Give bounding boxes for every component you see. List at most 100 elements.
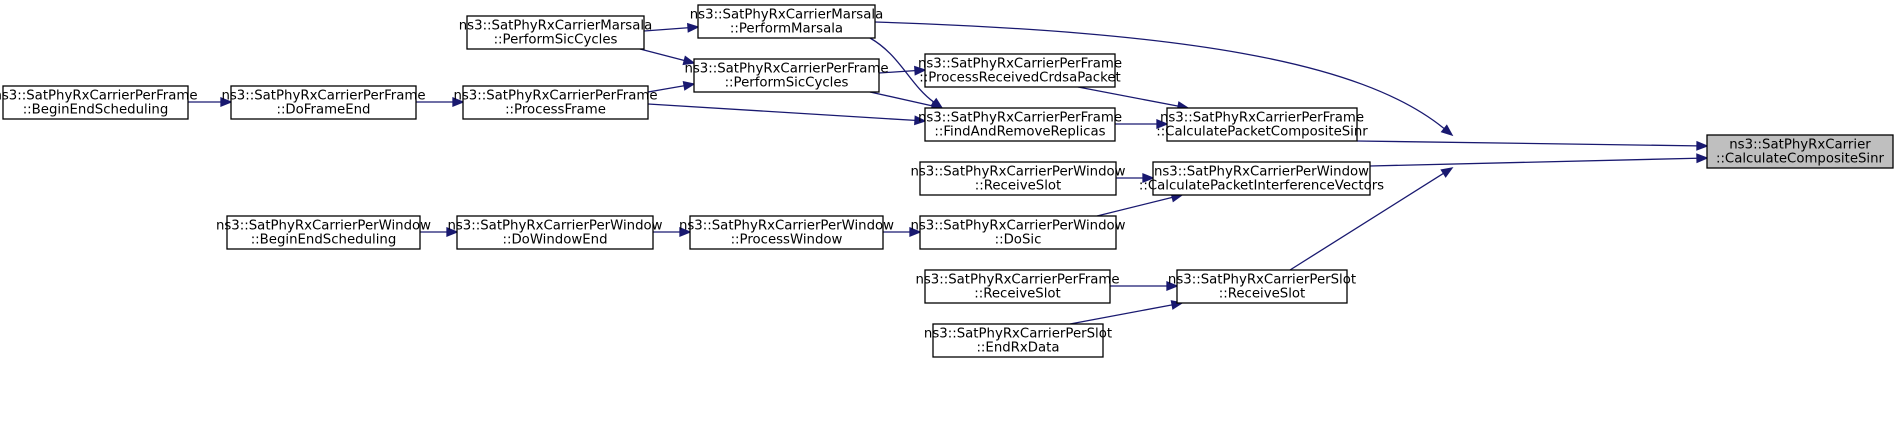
node-box: [226, 215, 421, 250]
node-method-label: ::CalculatePacketCompositeSinr: [1156, 125, 1368, 140]
node-pf-recv[interactable]: ns3::SatPhyRxCarrierPerFrame::ReceiveSlo…: [915, 269, 1120, 304]
node-target[interactable]: ns3::SatPhyRxCarrier::CalculateComposite…: [1706, 134, 1894, 169]
arrowhead-icon: [452, 97, 465, 107]
edge-pf_calc_comp-to-target: [1356, 140, 1709, 151]
edge-ma_sic-to-ma_perform: [643, 22, 700, 33]
edge-pf_recv-to-ps_recv: [1110, 281, 1179, 291]
node-pw-sic[interactable]: ns3::SatPhyRxCarrierPerWindow::DoSic: [910, 215, 1126, 250]
node-pf-find[interactable]: ns3::SatPhyRxCarrierPerFrame::FindAndRem…: [918, 107, 1122, 142]
edge-line: [647, 103, 916, 122]
node-method-label: ::ReceiveSlot: [1219, 287, 1306, 302]
node-class-label: ns3::SatPhyRxCarrierPerSlot: [1168, 273, 1356, 288]
arrowhead-icon: [679, 227, 692, 237]
node-pw-proc[interactable]: ns3::SatPhyRxCarrierPerWindow::ProcessWi…: [679, 215, 894, 250]
node-method-label: ::PerformSicCycles: [725, 76, 849, 91]
edge-pf_sic-to-pf_crdsa: [878, 65, 927, 76]
node-method-label: ::BeginEndScheduling: [251, 233, 397, 248]
arrowhead-icon: [1440, 167, 1454, 178]
node-class-label: ns3::SatPhyRxCarrierMarsala: [459, 19, 652, 34]
edge-line: [874, 21, 1445, 130]
node-method-label: ::ReceiveSlot: [974, 287, 1061, 302]
edge-line: [1069, 304, 1173, 325]
node-class-label: ns3::SatPhyRxCarrierPerFrame: [915, 273, 1119, 288]
node-method-label: ::FindAndRemoveReplicas: [934, 125, 1105, 140]
arrowhead-icon: [687, 22, 700, 33]
node-box: [693, 58, 880, 93]
edge-line: [1077, 86, 1179, 107]
edge-ps_endrx-to-ps_recv: [1069, 300, 1184, 325]
node-ps-recv[interactable]: ns3::SatPhyRxCarrierPerSlot::ReceiveSlot: [1168, 269, 1356, 304]
edge-line: [1369, 157, 1698, 167]
edge-line: [878, 70, 916, 74]
call-nodes: ns3::SatPhyRxCarrier::CalculateComposite…: [0, 4, 1894, 358]
node-box: [924, 107, 1116, 142]
edge-pw_proc-to-pw_sic: [883, 227, 922, 237]
node-box: [924, 269, 1111, 304]
arrowhead-icon: [1440, 124, 1454, 137]
node-class-label: ns3::SatPhyRxCarrierPerWindow: [910, 165, 1125, 180]
node-method-label: ::DoSic: [995, 233, 1042, 248]
arrowhead-icon: [914, 115, 927, 126]
edge-line: [643, 27, 689, 32]
node-method-label: ::EndRxData: [976, 341, 1059, 356]
node-pf-end[interactable]: ns3::SatPhyRxCarrierPerFrame::DoFrameEnd: [221, 85, 426, 120]
edge-pf_proc-to-pf_find: [647, 103, 927, 126]
node-method-label: ::CalculateCompositeSinr: [1716, 152, 1885, 167]
node-method-label: ::ReceiveSlot: [975, 179, 1062, 194]
arrowhead-icon: [220, 97, 233, 107]
node-class-label: ns3::SatPhyRxCarrierPerFrame: [918, 111, 1122, 126]
node-method-label: ::ProcessFrame: [505, 103, 606, 118]
node-class-label: ns3::SatPhyRxCarrierPerFrame: [221, 89, 425, 104]
arrowhead-icon: [1166, 281, 1179, 291]
node-method-label: ::ProcessWindow: [731, 233, 843, 248]
node-box: [462, 85, 649, 120]
edge-line: [1356, 140, 1698, 147]
node-ps-endrx[interactable]: ns3::SatPhyRxCarrierPerSlot::EndRxData: [924, 323, 1112, 358]
node-ma-perform[interactable]: ns3::SatPhyRxCarrierMarsala::PerformMars…: [690, 4, 883, 39]
node-pw-end[interactable]: ns3::SatPhyRxCarrierPerWindow::DoWindowE…: [447, 215, 663, 250]
node-class-label: ns3::SatPhyRxCarrierPerWindow: [910, 219, 1125, 234]
edge-line: [1096, 196, 1173, 217]
arrowhead-icon: [909, 227, 922, 237]
edge-line: [1289, 172, 1444, 271]
edge-line: [869, 37, 935, 103]
node-box: [230, 85, 417, 120]
node-box: [919, 215, 1117, 250]
node-pf-sic[interactable]: ns3::SatPhyRxCarrierPerFrame::PerformSic…: [684, 58, 889, 93]
node-pw-begin[interactable]: ns3::SatPhyRxCarrierPerWindow::BeginEndS…: [216, 215, 431, 250]
node-class-label: ns3::SatPhyRxCarrierPerFrame: [684, 62, 888, 77]
node-pf-proc[interactable]: ns3::SatPhyRxCarrierPerFrame::ProcessFra…: [453, 85, 658, 120]
arrowhead-icon: [446, 227, 459, 237]
edge-pf_find-to-pf_calc_comp: [1115, 119, 1169, 129]
edge-pw_begin-to-pw_end: [420, 227, 459, 237]
edge-pw_end-to-pw_proc: [653, 227, 692, 237]
node-class-label: ns3::SatPhyRxCarrierPerSlot: [924, 327, 1112, 342]
node-box: [1176, 269, 1348, 304]
node-pf-calc-comp[interactable]: ns3::SatPhyRxCarrierPerFrame::CalculateP…: [1156, 107, 1368, 142]
node-box: [689, 215, 884, 250]
edge-ps_recv-to-target: [1289, 167, 1454, 271]
node-pw-recv[interactable]: ns3::SatPhyRxCarrierPerWindow::ReceiveSl…: [910, 161, 1126, 196]
node-method-label: ::DoFrameEnd: [276, 103, 370, 118]
arrowhead-icon: [1142, 173, 1155, 183]
node-pf-begin[interactable]: ns3::SatPhyRxCarrierPerFrame::BeginEndSc…: [0, 85, 198, 120]
node-class-label: ns3::SatPhyRxCarrierPerWindow: [216, 219, 431, 234]
node-method-label: ::DoWindowEnd: [502, 233, 607, 248]
node-box: [456, 215, 654, 250]
node-box: [2, 85, 189, 120]
edge-line: [647, 85, 685, 93]
edge-pf_end-to-pf_proc: [416, 97, 465, 107]
node-box: [924, 53, 1116, 88]
node-class-label: ns3::SatPhyRxCarrierPerFrame: [453, 89, 657, 104]
arrowhead-icon: [1696, 140, 1709, 151]
node-pw-calc-int[interactable]: ns3::SatPhyRxCarrierPerWindow::Calculate…: [1139, 161, 1384, 196]
node-class-label: ns3::SatPhyRxCarrierPerFrame: [0, 89, 198, 104]
node-ma-sic[interactable]: ns3::SatPhyRxCarrierMarsala::PerformSicC…: [459, 15, 652, 50]
node-class-label: ns3::SatPhyRxCarrierPerWindow: [679, 219, 894, 234]
node-class-label: ns3::SatPhyRxCarrierPerFrame: [918, 57, 1122, 72]
node-pf-crdsa[interactable]: ns3::SatPhyRxCarrierPerFrame::ProcessRec…: [918, 53, 1122, 88]
edge-pf_proc-to-pf_sic: [647, 80, 696, 93]
node-box: [466, 15, 645, 50]
node-class-label: ns3::SatPhyRxCarrier: [1729, 138, 1871, 153]
